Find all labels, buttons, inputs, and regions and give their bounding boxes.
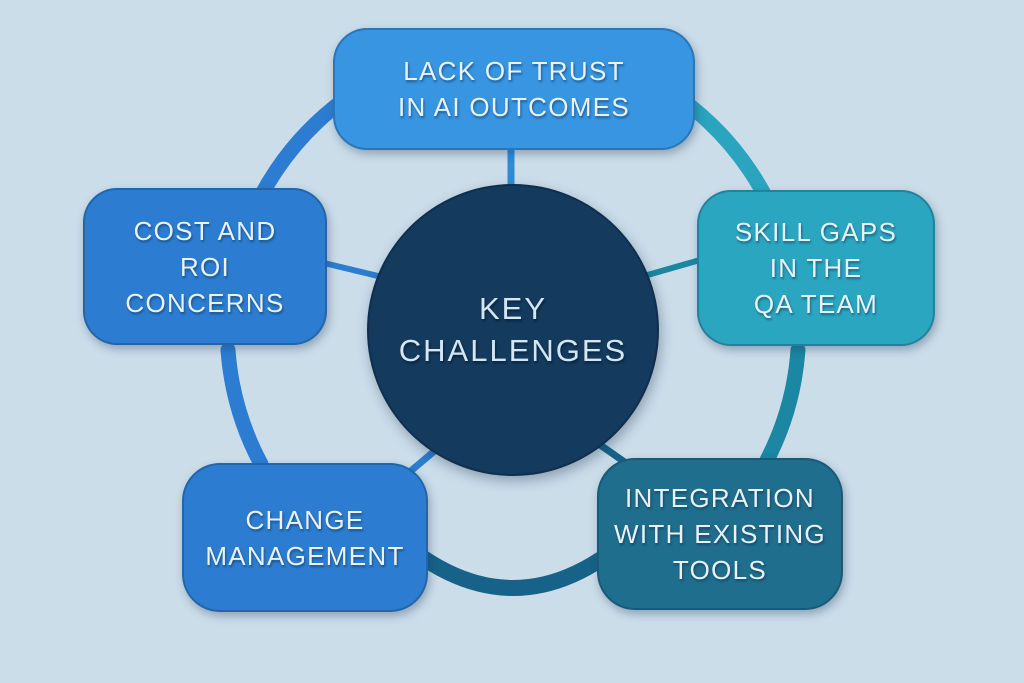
- node-label-line: ROI: [179, 251, 231, 282]
- node-cost-roi: COST AND ROI CONCERNS: [83, 188, 327, 345]
- node-label-line: QA TEAM: [753, 289, 879, 319]
- hub-label-line: KEY: [478, 291, 548, 326]
- node-change-management: CHANGE MANAGEMENT: [182, 463, 428, 612]
- node-label-line: SKILL GAPS: [734, 217, 898, 247]
- node-skill-gaps: SKILL GAPS IN THE QA TEAM: [697, 190, 935, 346]
- node-label-line: WITH EXISTING: [614, 519, 826, 549]
- node-label-line: COST AND: [133, 215, 277, 246]
- ring-arc-left: [220, 342, 269, 472]
- node-label-line: IN THE: [769, 253, 863, 283]
- node-label-line: LACK OF TRUST: [403, 56, 625, 86]
- node-label-line: MANAGEMENT: [205, 540, 405, 571]
- ring-arc-right: [757, 342, 806, 472]
- node-integration-tools: INTEGRATION WITH EXISTING TOOLS: [597, 458, 843, 610]
- node-label-line: CONCERNS: [125, 287, 285, 318]
- hub-key-challenges: KEY CHALLENGES: [367, 184, 659, 476]
- spoke-left: [321, 260, 385, 280]
- spoke-right: [641, 257, 703, 279]
- hub-label-line: CHALLENGES: [398, 333, 628, 368]
- node-lack-of-trust: LACK OF TRUST IN AI OUTCOMES: [333, 28, 695, 150]
- node-label-line: INTEGRATION: [624, 483, 816, 513]
- node-label-line: CHANGE: [245, 504, 365, 535]
- node-label-line: TOOLS: [672, 555, 768, 585]
- node-label-line: IN AI OUTCOMES: [397, 92, 630, 122]
